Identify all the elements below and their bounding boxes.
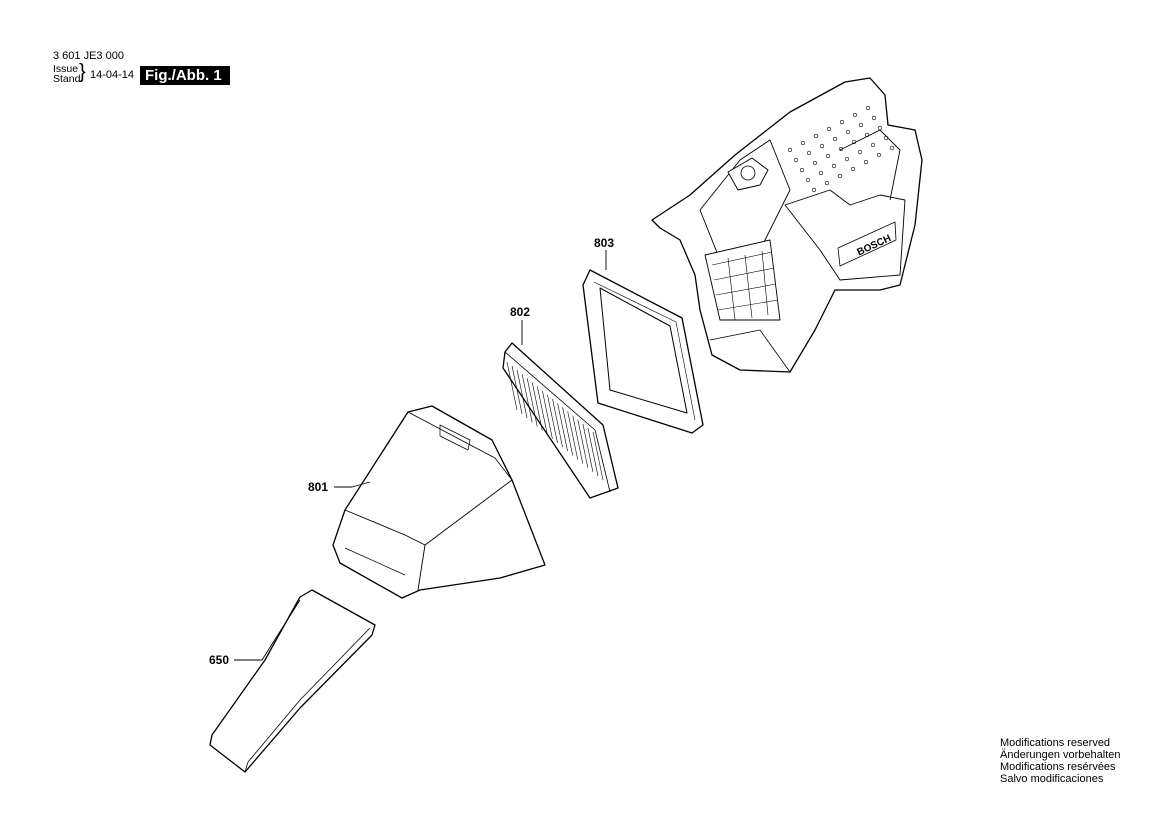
part-802-filter bbox=[502, 342, 619, 499]
grip-dot bbox=[837, 173, 843, 179]
grip-dot bbox=[818, 170, 824, 176]
grip-dot bbox=[845, 129, 851, 135]
filter-pleat bbox=[577, 419, 589, 468]
grip-dot bbox=[858, 122, 864, 128]
grip-dot bbox=[883, 135, 889, 141]
grip-dot bbox=[871, 115, 877, 121]
filter-pleat bbox=[532, 382, 543, 431]
filter-pleat bbox=[506, 361, 518, 411]
issue-date: 14-04-14 bbox=[90, 69, 135, 81]
grip-dot bbox=[865, 105, 871, 111]
grip-dot bbox=[813, 133, 819, 139]
grip-dot bbox=[787, 147, 793, 153]
filter-pleat bbox=[582, 423, 594, 472]
part-803-seal-frame bbox=[582, 269, 704, 434]
grip-dot bbox=[863, 159, 869, 165]
grip-dot bbox=[877, 125, 883, 131]
grip-dot bbox=[839, 119, 845, 125]
grip-dot bbox=[876, 152, 882, 158]
leader-650 bbox=[234, 599, 301, 661]
filter-pleat bbox=[557, 403, 568, 452]
filter-pleat bbox=[567, 411, 578, 460]
grip-dot bbox=[819, 143, 825, 149]
grip-dot bbox=[870, 142, 876, 148]
part-label-801: 801 bbox=[308, 480, 329, 494]
stand-label: Stand bbox=[53, 73, 81, 85]
filter-pleat bbox=[552, 398, 563, 448]
brace-symbol: } bbox=[79, 61, 86, 83]
filter-pleat bbox=[547, 394, 558, 444]
issue-label: Issue bbox=[53, 63, 79, 75]
grip-dot bbox=[852, 112, 858, 118]
modifications-notice: Modifications reserved Änderungen vorbeh… bbox=[1000, 737, 1120, 785]
filter-pleat bbox=[572, 415, 584, 464]
filter-pleat bbox=[511, 366, 523, 415]
grip-dot bbox=[889, 145, 895, 151]
part-801-dust-container bbox=[332, 405, 546, 599]
figure-label: Fig./Abb. 1 bbox=[140, 66, 230, 85]
document-number: 3 601 JE3 000 bbox=[53, 50, 124, 62]
filter-pleat bbox=[521, 374, 533, 423]
grip-dot bbox=[805, 177, 811, 183]
filter-pleat bbox=[526, 378, 538, 427]
grip-dot bbox=[811, 187, 817, 193]
filter-pleat bbox=[562, 407, 573, 456]
grip-dot bbox=[799, 167, 805, 173]
notice-line: Salvo modificaciones bbox=[1000, 773, 1104, 785]
part-label-650: 650 bbox=[209, 653, 230, 667]
grip-dot bbox=[793, 157, 799, 163]
part-650-nozzle bbox=[209, 589, 376, 773]
grip-dot bbox=[806, 150, 812, 156]
filter-pleat bbox=[542, 390, 553, 439]
filter-pleat bbox=[537, 386, 548, 435]
grip-dot bbox=[851, 139, 857, 145]
grip-dot bbox=[800, 140, 806, 146]
grip-dot bbox=[825, 153, 831, 159]
filter-pleat bbox=[587, 427, 599, 476]
filter-pleat bbox=[592, 431, 604, 481]
grip-dot bbox=[864, 132, 870, 138]
grip-dot bbox=[812, 160, 818, 166]
leader-801 bbox=[334, 481, 371, 488]
notice-line: Modifications reserved bbox=[1000, 737, 1111, 749]
grip-dot bbox=[857, 149, 863, 155]
grip-dot bbox=[824, 180, 830, 186]
filter-pleat bbox=[516, 370, 528, 419]
part-tool-housing: BOSCH bbox=[651, 77, 923, 373]
grip-dot bbox=[844, 156, 850, 162]
grip-dot bbox=[850, 166, 856, 172]
grip-dot bbox=[826, 126, 832, 132]
grip-dot bbox=[831, 163, 837, 169]
grip-dot bbox=[832, 136, 838, 142]
notice-line: Modifications resérvées bbox=[1000, 761, 1116, 773]
part-label-803: 803 bbox=[594, 236, 615, 250]
grip-dot bbox=[838, 146, 844, 152]
notice-line: Änderungen vorbehalten bbox=[1000, 749, 1121, 761]
part-label-802: 802 bbox=[510, 305, 531, 319]
